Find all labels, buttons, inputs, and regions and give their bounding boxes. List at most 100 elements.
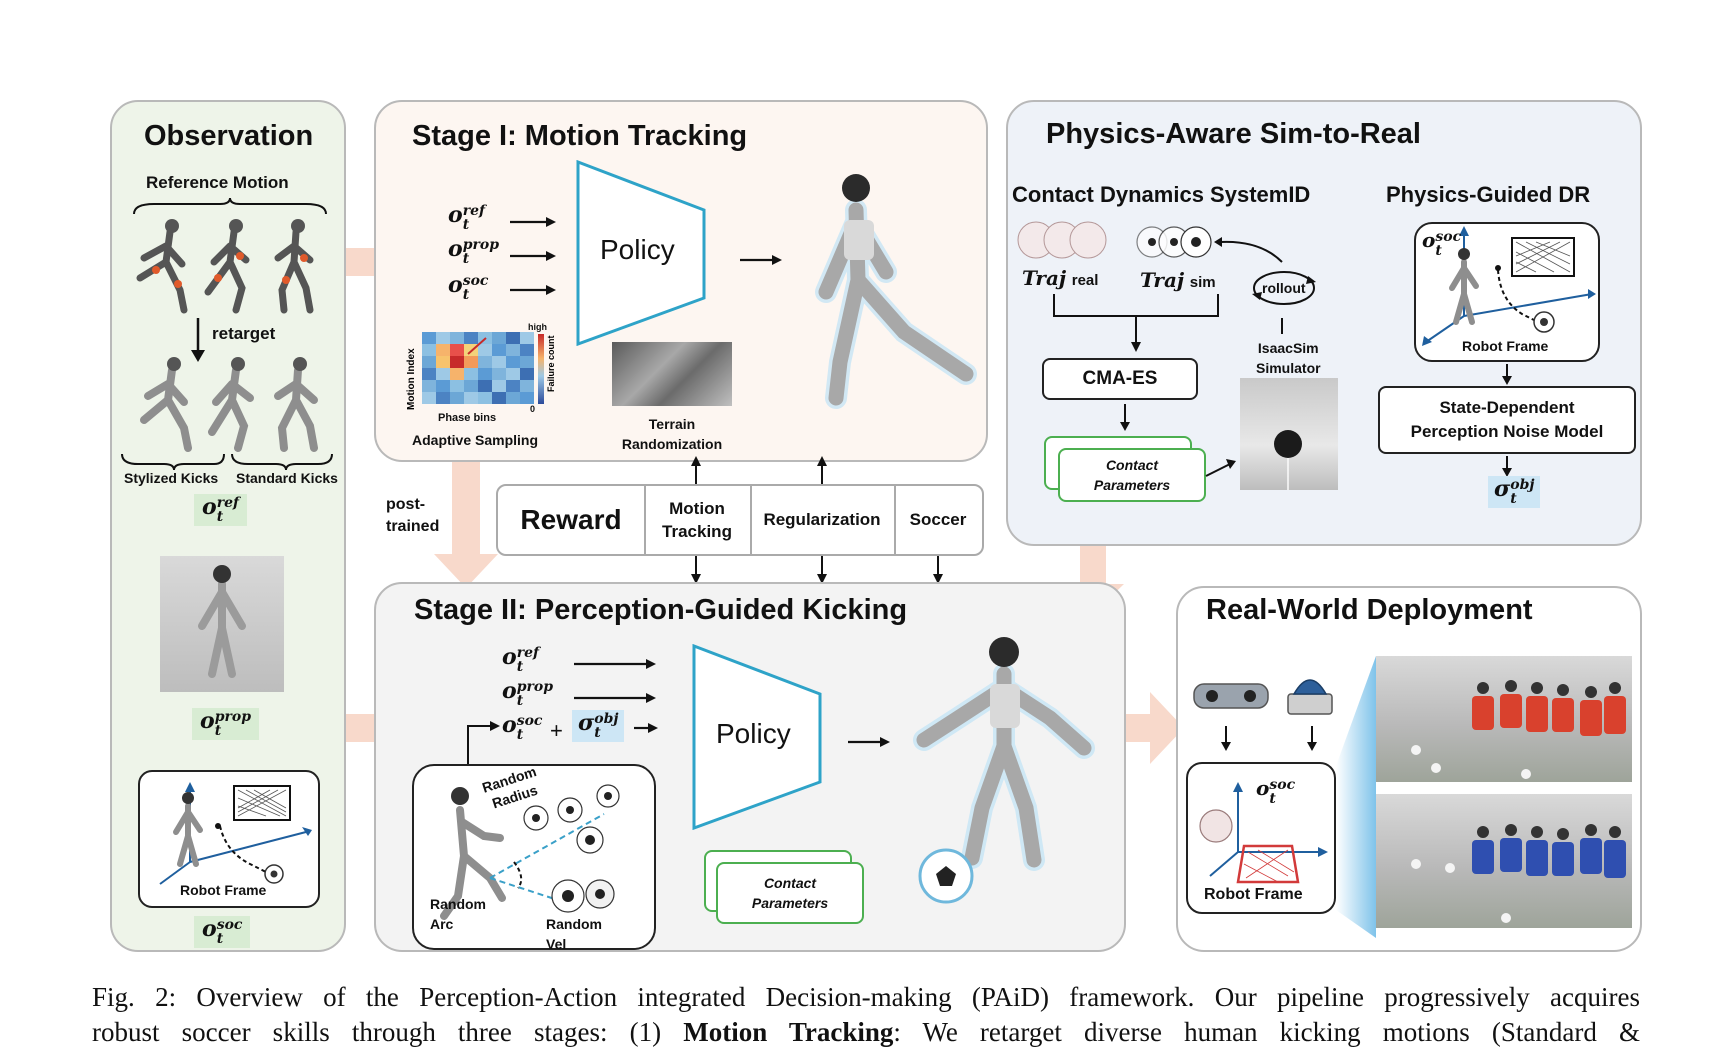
reward-arrows [691,456,943,584]
sensor-arrows [1221,726,1317,751]
traj-sim-label: Traj sim [1140,268,1216,292]
stage1-kicking-robot [815,174,977,409]
real-robot-frame-label: Robot Frame [1204,886,1303,903]
terrain-icon [612,342,732,406]
real-robot-frame-diagram [1199,782,1328,884]
stage1-output-arrow [740,255,782,265]
traj-real-label: Traj real [1022,266,1099,290]
camera-icon [1193,683,1269,709]
stage2-input-arrows-3 [634,723,658,733]
stage1-policy-trapezoid [576,160,706,346]
dr-robot-frame-label: Robot Frame [1462,338,1549,354]
stage2-policy-label: Policy [716,718,791,749]
stage2-input-arrows-1 [574,659,656,669]
retarget-arrow [191,318,205,362]
trajectory-balls [1017,221,1212,259]
heatmap-icon: Motion Index Failure count [406,332,556,410]
reference-motion-label: Reference Motion [146,173,289,192]
humanoid-robot-icon [198,565,246,678]
lidar-icon [1287,679,1333,715]
reference-motion-figures [136,219,314,314]
reward-regularization: Regularization [750,486,896,554]
observation-robot-frame-label: Robot Frame [180,882,267,898]
rollout-loop [1252,271,1316,305]
reward-title: Reward [498,486,646,554]
projection-beam [1336,656,1376,938]
rollout-label: rollout [1262,280,1306,296]
stage1-title: Stage I: Motion Tracking [412,120,748,152]
retarget-label: retarget [212,324,276,343]
adaptive-sampling-label: Adaptive Sampling [412,432,539,448]
stage1-policy-label: Policy [600,234,675,265]
standard-kicks-label: Standard Kicks [236,470,338,486]
figure-caption-line1: Fig. 2: Overview of the Perception-Actio… [92,982,1640,1012]
dr-down-arrow-2 [1502,456,1512,477]
goal-net-icon [237,789,287,817]
cmaes-down-arrow [1120,404,1130,431]
heatmap-high-label: high [528,322,547,332]
real-world-photo-blue-team [1376,794,1632,928]
robot-frame-diagram [159,782,312,885]
stage2-policy-trapezoid [692,644,822,830]
real-world-title: Real-World Deployment [1206,594,1533,626]
reward-soccer: Soccer [909,510,967,529]
kicks-brace [121,453,333,470]
stage1-input-arrows [510,217,556,295]
physics-title: Physics-Aware Sim-to-Real [1046,118,1421,150]
post-trained-label: post-trained [386,496,440,535]
sysid-title: Contact Dynamics SystemID [1012,182,1311,207]
dr-title: Physics-Guided DR [1386,182,1591,207]
retargeted-robot-figures [140,357,318,452]
stage2-output-arrow [848,737,890,747]
proprioception-robot-image [160,556,284,692]
goal-net-icon [1515,241,1571,273]
stage2-feedback-arrow [467,721,500,764]
dr-down-arrow-1 [1502,364,1512,385]
soccer-ball-icon [1199,809,1233,843]
ball-randomization-diagram [440,784,620,920]
cmaes-box: CMA-ES [1042,358,1198,400]
stage2-title: Stage II: Perception-Guided Kicking [414,594,908,626]
isaacsim-render [1240,378,1338,490]
contact-to-sim-arrow [1205,459,1236,477]
figure-caption-line2: robust soccer skills through three stage… [92,1017,1640,1047]
stage2-input-arrows-2 [574,693,656,703]
sysid-connectors [1053,237,1283,352]
dr-robot-frame-diagram [1422,226,1596,346]
heatmap-xlabel: Phase bins [438,412,497,424]
stylized-kicks-label: Stylized Kicks [124,470,219,486]
heatmap-low-label: 0 [530,404,536,414]
goal-net-icon [1236,844,1300,884]
real-world-photo-red-team [1376,656,1632,782]
heatmap-colorbar-label: Failure count [546,335,556,392]
stage2-robot-with-ball [913,637,1095,904]
observation-robot-frame-box: Robot Frame [138,770,320,908]
stage2-plus: + [550,718,563,743]
heatmap-ylabel: Motion Index [406,348,417,410]
